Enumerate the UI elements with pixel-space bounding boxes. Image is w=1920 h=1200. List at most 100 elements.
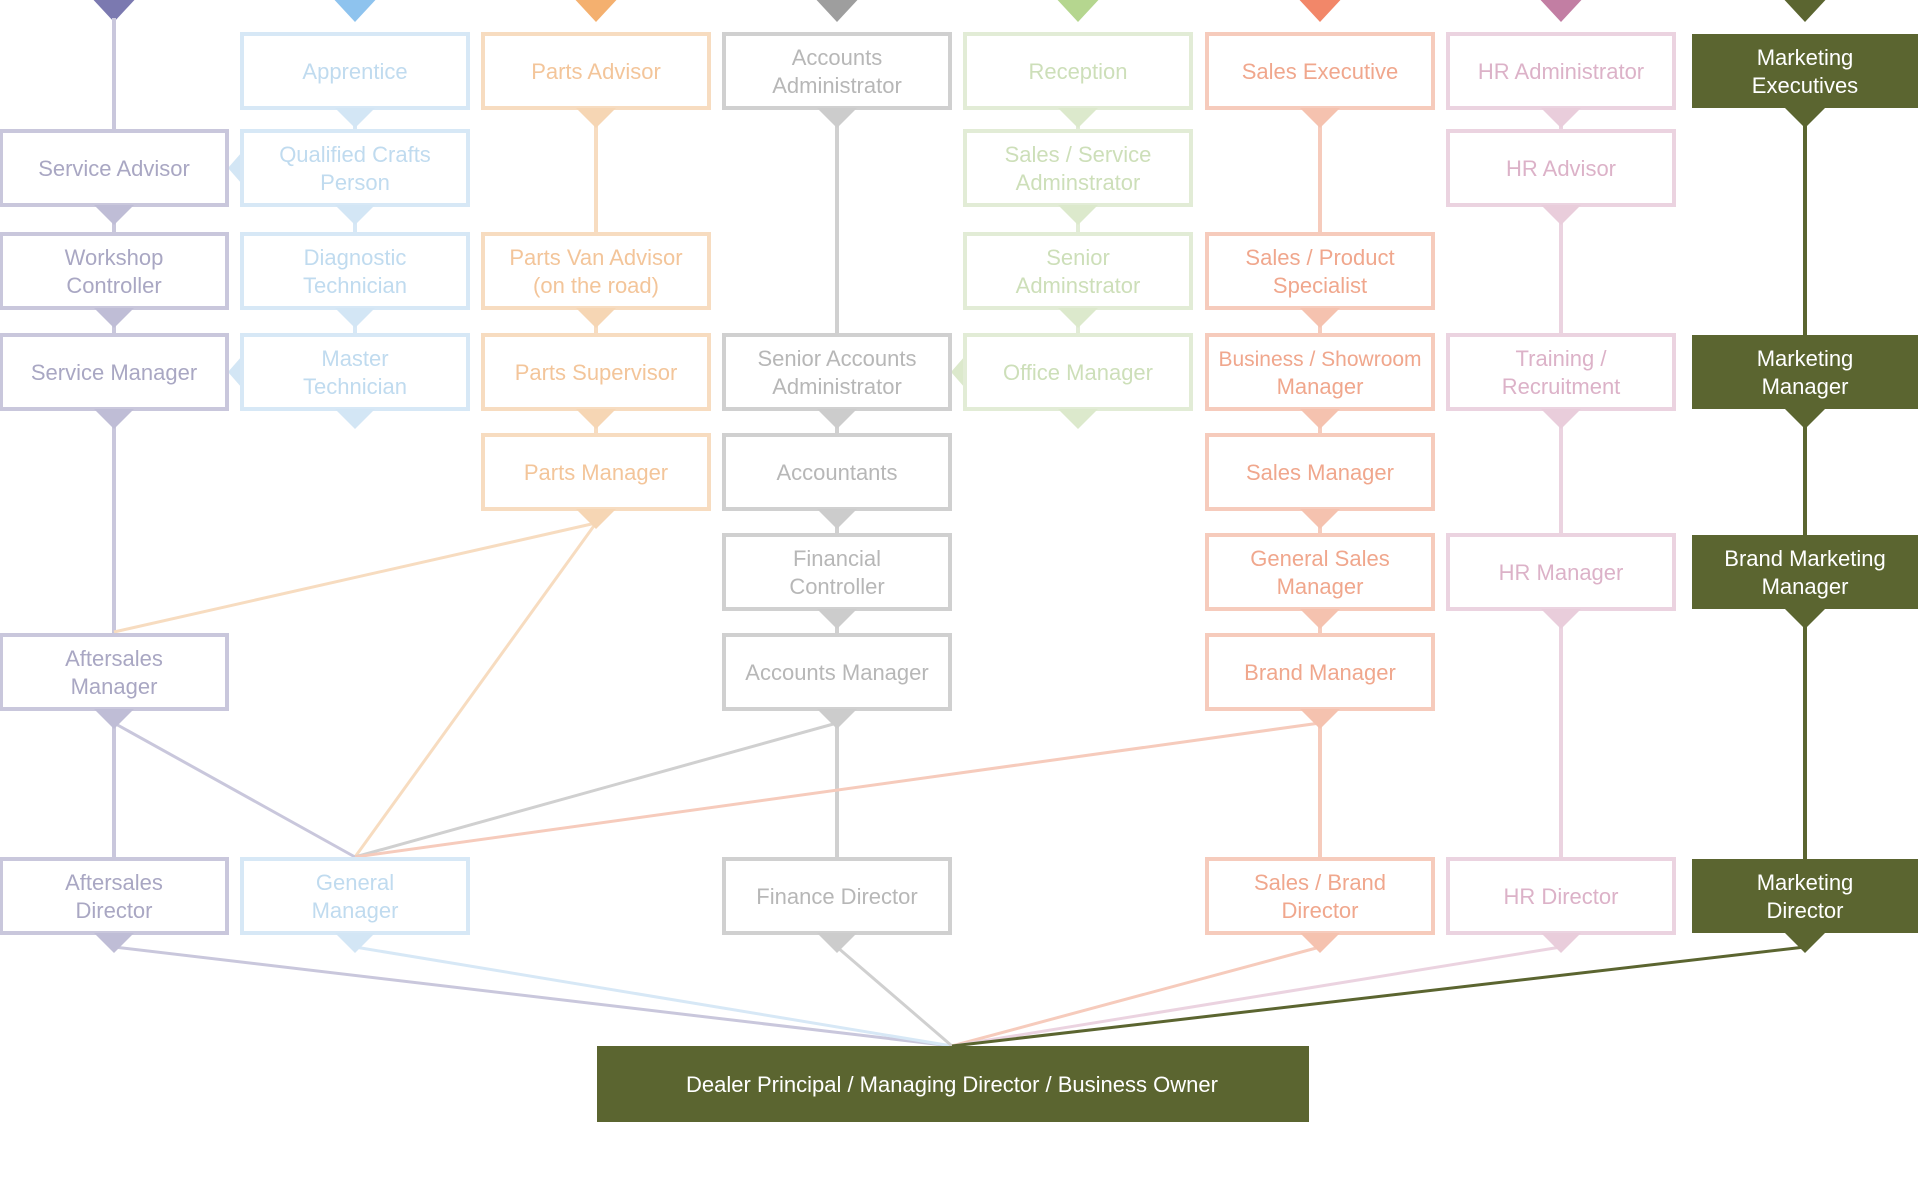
root-box <box>597 1046 1309 1122</box>
connector-lines <box>93 0 1826 1048</box>
role-label: Manager <box>1762 374 1849 399</box>
role-label: Office Manager <box>1003 360 1153 385</box>
role-label: Master <box>321 346 388 371</box>
down-arrow-marker <box>817 933 857 953</box>
down-arrow-marker <box>1300 609 1340 629</box>
role-node-dealer-principal: Dealer Principal / Managing Director / B… <box>597 1046 1309 1122</box>
role-label: Director <box>75 898 152 923</box>
role-box <box>1205 232 1435 310</box>
connector-line <box>951 945 1806 1048</box>
role-label: Finance Director <box>756 884 917 909</box>
role-box <box>0 232 229 310</box>
role-label: Controller <box>789 574 884 599</box>
role-box <box>481 32 711 110</box>
column-top-marker <box>1299 0 1341 22</box>
role-label: Training / <box>1516 346 1608 371</box>
role-box <box>1692 34 1918 108</box>
role-box <box>0 857 229 935</box>
role-box <box>1205 633 1435 711</box>
down-arrow-marker <box>335 308 375 328</box>
down-arrow-marker <box>1300 509 1340 529</box>
role-label: Technician <box>303 273 407 298</box>
column-top-marker <box>334 0 376 22</box>
side-arrow-marker <box>228 152 242 184</box>
down-arrow-marker <box>1300 308 1340 328</box>
role-node-hr-director: HR Director <box>1446 857 1676 953</box>
connector-line <box>951 945 1562 1048</box>
role-label: Sales Manager <box>1246 460 1394 485</box>
down-arrow-marker <box>94 933 134 953</box>
role-box <box>1446 129 1676 207</box>
role-node-service-manager: Service Manager <box>0 333 229 429</box>
role-box <box>722 857 952 935</box>
down-arrow-marker <box>1541 108 1581 128</box>
role-label: Administrator <box>772 73 902 98</box>
role-node-sales-manager: Sales Manager <box>1205 433 1435 529</box>
role-box <box>240 129 470 207</box>
down-arrow-marker <box>817 609 857 629</box>
role-label: HR Manager <box>1499 560 1624 585</box>
connector-line <box>951 945 1321 1048</box>
down-arrow-marker <box>817 409 857 429</box>
role-label: Accounts <box>792 45 883 70</box>
connector-line <box>353 522 598 858</box>
role-box <box>1205 333 1435 411</box>
down-arrow-marker <box>1300 108 1340 128</box>
role-node-parts-advisor: Parts Advisor <box>481 32 711 128</box>
role-label: Manager <box>1277 374 1364 399</box>
role-label: Financial <box>793 546 881 571</box>
down-arrow-marker <box>1785 409 1825 429</box>
down-arrow-marker <box>1058 409 1098 429</box>
column-top-marker <box>1057 0 1099 22</box>
role-box <box>722 32 952 110</box>
role-box <box>1446 333 1676 411</box>
role-label: Service Manager <box>31 360 197 385</box>
role-box <box>1205 32 1435 110</box>
role-node-accounts-manager: Accounts Manager <box>722 633 952 729</box>
role-label: Aftersales <box>65 646 163 671</box>
down-arrow-marker <box>1785 933 1825 953</box>
role-label: Parts Supervisor <box>515 360 678 385</box>
role-label: Controller <box>66 273 161 298</box>
role-label: Sales Executive <box>1242 59 1399 84</box>
role-label: Aftersales <box>65 870 163 895</box>
role-label: Accountants <box>776 460 897 485</box>
role-label: Executives <box>1752 73 1858 98</box>
role-label: Apprentice <box>302 59 407 84</box>
connector-line <box>354 721 1321 859</box>
role-label: Specialist <box>1273 273 1367 298</box>
role-label: Sales / Service <box>1005 142 1152 167</box>
role-box <box>1692 859 1918 933</box>
down-arrow-marker <box>817 108 857 128</box>
role-box <box>481 433 711 511</box>
role-label: HR Advisor <box>1506 156 1616 181</box>
role-box <box>1205 533 1435 611</box>
side-arrow-marker <box>951 356 965 388</box>
role-box <box>963 32 1193 110</box>
role-box <box>240 232 470 310</box>
down-arrow-marker <box>1541 205 1581 225</box>
down-arrow-marker <box>335 108 375 128</box>
role-node-office-manager: Office Manager <box>963 333 1193 429</box>
column-top-marker <box>1784 0 1826 22</box>
down-arrow-marker <box>817 709 857 729</box>
role-label: Manager <box>1762 574 1849 599</box>
role-box <box>0 333 229 411</box>
connector-line <box>354 945 953 1048</box>
down-arrow-marker <box>1541 409 1581 429</box>
role-label: General <box>316 870 394 895</box>
down-arrow-marker <box>1300 933 1340 953</box>
down-arrow-marker <box>817 509 857 529</box>
down-arrow-marker <box>335 933 375 953</box>
role-label: Marketing <box>1757 346 1854 371</box>
